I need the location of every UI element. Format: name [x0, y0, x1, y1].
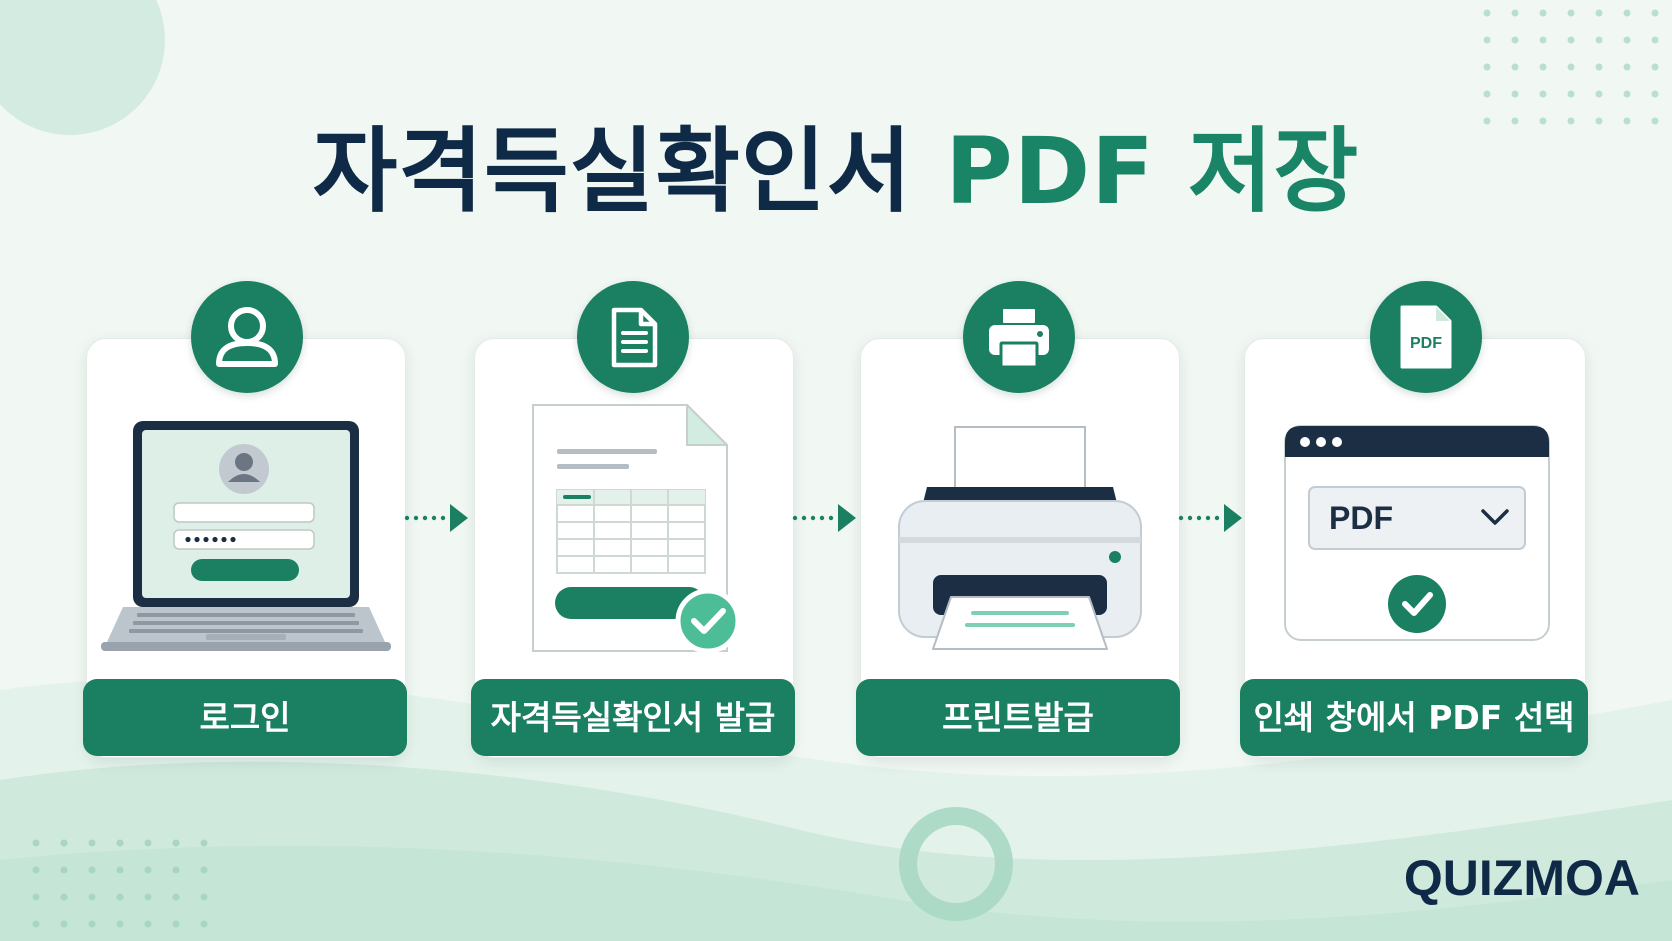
printer-icon [989, 309, 1049, 369]
pdf-file-icon [1400, 305, 1452, 369]
step-label-pdf: 인쇄 창에서 PDF 선택 [1240, 679, 1588, 756]
flow-arrow-2 [792, 504, 856, 532]
user-icon [216, 307, 278, 367]
printer-illustration [898, 426, 1142, 650]
certificate-document-illustration [532, 404, 741, 654]
pdf-icon-text: PDF [1410, 335, 1442, 352]
flow-arrow-3 [1178, 504, 1242, 532]
laptop-login-illustration [101, 421, 391, 651]
print-dialog-illustration [1284, 425, 1550, 641]
step-label-issue: 자격득실확인서 발급 [471, 679, 795, 756]
step-icon-print [963, 281, 1075, 393]
step-icon-issue [577, 281, 689, 393]
step-label-print: 프린트발급 [856, 679, 1180, 756]
pdf-select-dropdown[interactable]: PDF [1329, 500, 1393, 536]
brand-logo: QUIZMOA [1403, 850, 1640, 906]
title-main: 자격득실확인서 [312, 118, 913, 225]
title-accent: PDF 저장 [945, 118, 1360, 225]
step-icon-login [191, 281, 303, 393]
step-icon-pdf: PDF [1370, 281, 1482, 393]
document-icon [611, 307, 658, 368]
step-label-login: 로그인 [83, 679, 407, 756]
flow-arrow-1 [404, 504, 468, 532]
page-title: 자격득실확인서 PDF 저장 [0, 112, 1672, 232]
